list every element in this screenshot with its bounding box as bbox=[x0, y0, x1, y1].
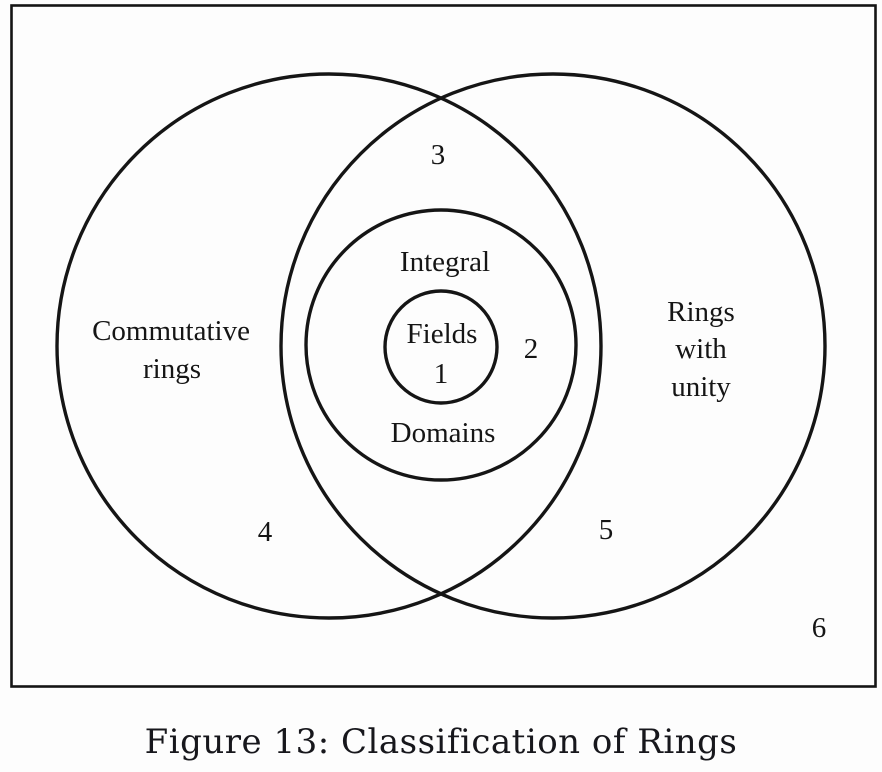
fields-circle bbox=[383, 289, 499, 405]
integral-domains-circle bbox=[304, 208, 578, 482]
commutative-rings-circle bbox=[55, 72, 603, 620]
rings-with-unity-circle bbox=[279, 72, 827, 620]
commutative-rings-label-line1: Commutative bbox=[92, 315, 250, 347]
region-number-5-unity-only: 5 bbox=[599, 514, 614, 546]
region-number-1-fields: 1 bbox=[434, 358, 449, 390]
fields-label: Fields bbox=[407, 318, 478, 350]
rings-with-unity-label-line3: unity bbox=[671, 371, 731, 403]
integral-domains-label-line2: Domains bbox=[391, 417, 496, 449]
figure-border bbox=[10, 4, 877, 688]
rings-with-unity-label-line2: with bbox=[675, 333, 727, 365]
region-number-3-intersection-top: 3 bbox=[431, 139, 446, 171]
figure-caption: Figure 13: Classification of Rings bbox=[144, 722, 738, 762]
region-number-6-outside: 6 bbox=[812, 612, 827, 644]
rings-with-unity-label-line1: Rings bbox=[667, 296, 735, 328]
venn-diagram: Commutative rings Rings with unity Integ… bbox=[10, 4, 877, 688]
region-number-4-commutative-only: 4 bbox=[258, 516, 273, 548]
integral-domains-label-line1: Integral bbox=[400, 246, 490, 278]
region-number-2-integral-domains: 2 bbox=[524, 333, 539, 365]
commutative-rings-label-line2: rings bbox=[143, 353, 201, 385]
